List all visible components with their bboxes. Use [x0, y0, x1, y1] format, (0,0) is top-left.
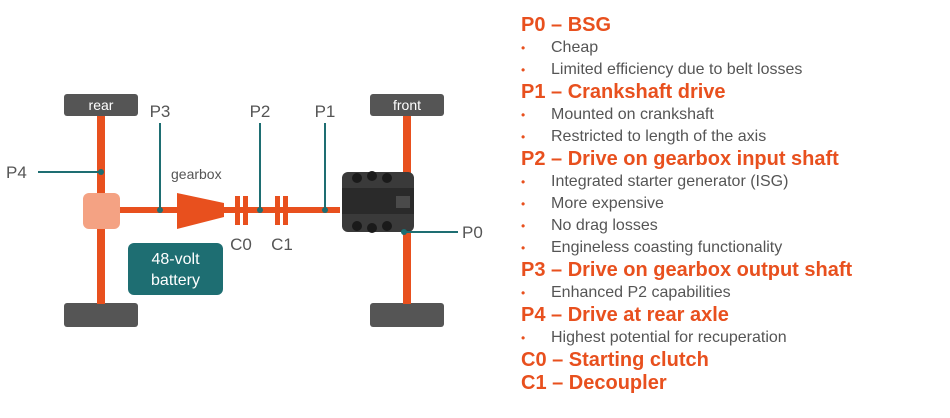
clutch-c1-right-plate — [283, 196, 288, 225]
legend-bullet-text: Integrated starter generator (ISG) — [551, 173, 789, 190]
front-wheel-label: front — [393, 97, 421, 113]
legend-bullet-text: Limited efficiency due to belt losses — [551, 61, 803, 78]
legend-bullet-text: Mounted on crankshaft — [551, 106, 714, 123]
legend-bullet: • Enhanced P2 capabilities — [521, 282, 946, 304]
front-left-wheel — [370, 94, 444, 116]
clutch-c1-left-plate — [275, 196, 280, 225]
legend-bullet: • Engineless coasting functionality — [521, 237, 946, 259]
p2-label: P2 — [250, 102, 271, 121]
legend-bullet-text: Enhanced P2 capabilities — [551, 284, 731, 301]
p3-marker — [157, 123, 163, 213]
clutch-c0-left-plate — [235, 196, 240, 225]
legend-bullet-text: Engineless coasting functionality — [551, 239, 783, 256]
legend: P0 – BSG • Cheap • Limited efficiency due to… — [521, 14, 946, 395]
legend-bullet-text: Cheap — [551, 39, 599, 56]
rear-differential — [83, 193, 120, 229]
battery-line2: battery — [151, 272, 200, 289]
legend-bullet: • Highest potential for recuperation — [521, 327, 946, 349]
legend-bullet-text: No drag losses — [551, 217, 658, 234]
rear-wheel-label: rear — [89, 97, 114, 113]
legend-heading: P1 – Crankshaft drive — [521, 81, 726, 103]
legend-bullet-text: Highest potential for recuperation — [551, 329, 787, 346]
legend-heading: C1 – Decoupler — [521, 372, 667, 394]
bullet-dot-icon: • — [521, 175, 526, 189]
p3-label: P3 — [150, 102, 171, 121]
legend-bullet: • Limited efficiency due to belt losses — [521, 59, 946, 81]
bullet-dot-icon: • — [521, 108, 526, 122]
legend-bullet: • Mounted on crankshaft — [521, 104, 946, 126]
p4-marker — [38, 169, 104, 175]
gearbox — [177, 193, 224, 229]
legend-heading: P0 – BSG — [521, 14, 612, 36]
drive-shaft — [118, 207, 340, 213]
front-right-wheel — [370, 303, 444, 327]
bullet-dot-icon: • — [521, 197, 526, 211]
legend-bullet: • Restricted to length of the axis — [521, 126, 946, 148]
bullet-dot-icon: • — [521, 331, 526, 345]
p0-label: P0 — [462, 223, 483, 242]
rear-right-wheel — [64, 303, 138, 327]
battery-line1: 48-volt — [151, 251, 200, 268]
legend-bullet: • Cheap — [521, 37, 946, 59]
legend-bullet-text: Restricted to length of the axis — [551, 128, 767, 145]
p1-label: P1 — [315, 102, 336, 121]
bullet-dot-icon: • — [521, 130, 526, 144]
p2-marker — [257, 123, 263, 213]
gearbox-label: gearbox — [171, 166, 222, 182]
legend-bullet: • More expensive — [521, 193, 946, 215]
legend-bullet-text: More expensive — [551, 195, 664, 212]
legend-heading: P2 – Drive on gearbox input shaft — [521, 148, 839, 170]
legend-bullet: • Integrated starter generator (ISG) — [521, 171, 946, 193]
c1-label: C1 — [271, 235, 293, 254]
p1-marker — [322, 123, 328, 213]
hybrid-topology-diagram: rear front gearbox C0 C1 — [6, 94, 483, 327]
p4-label: P4 — [6, 163, 27, 182]
engine — [342, 171, 414, 233]
bullet-dot-icon: • — [521, 286, 526, 300]
legend-heading: P3 – Drive on gearbox output shaft — [521, 259, 853, 281]
rear-left-wheel — [64, 94, 138, 116]
legend-bullet: • No drag losses — [521, 215, 946, 237]
bullet-dot-icon: • — [521, 63, 526, 77]
legend-heading: P4 – Drive at rear axle — [521, 304, 729, 326]
bullet-dot-icon: • — [521, 241, 526, 255]
c0-label: C0 — [230, 235, 252, 254]
p0-marker — [401, 229, 458, 235]
bullet-dot-icon: • — [521, 41, 526, 55]
legend-heading: C0 – Starting clutch — [521, 349, 709, 371]
clutch-c0-right-plate — [243, 196, 248, 225]
bullet-dot-icon: • — [521, 219, 526, 233]
battery — [128, 243, 223, 295]
